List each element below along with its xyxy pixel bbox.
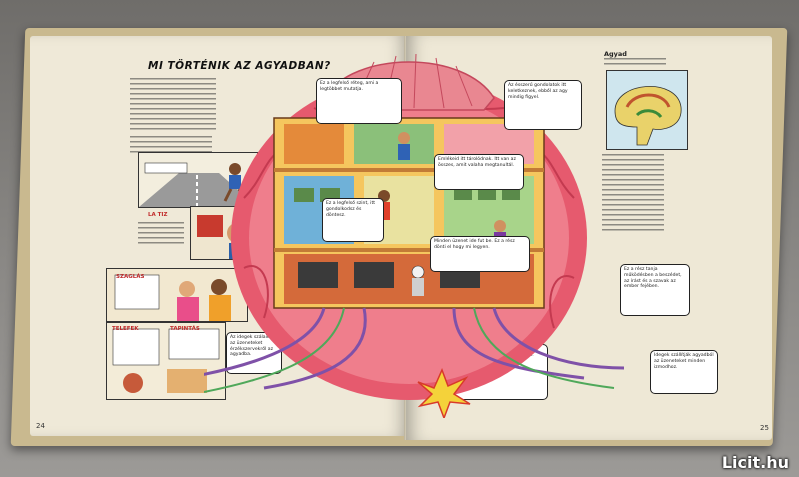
panel-label-d: TELEFEK (112, 326, 139, 332)
comic-panel-kids (106, 268, 248, 322)
bubble-top-left: Ez a legfelső réteg, ami a legtöbbet mut… (316, 78, 402, 124)
bubble-right-top: Az ésszerű gondolatok itt keletkeznek, e… (504, 80, 582, 130)
intro-text (130, 78, 216, 132)
intro-text-2 (130, 136, 212, 156)
watermark: Licit.hu (721, 453, 789, 472)
bubble-nerve-send: Idegek szállítják agyadból az üzeneteket… (650, 350, 718, 394)
right-text-block (602, 154, 664, 232)
diagram-caption (604, 58, 666, 66)
panel-caption (138, 222, 184, 244)
comic-panel-touch (106, 322, 226, 400)
panel-label-a: LA TIZ (148, 212, 168, 218)
page-number-right: 25 (760, 424, 769, 432)
panel-label-e: TAPINTÁS (170, 326, 200, 332)
bubble-middle: Minden üzenet ide fut be. Ez a rész dönt… (430, 236, 530, 272)
bubble-thinking: Ez a legfelső szint, itt gondolkodsz és … (322, 198, 384, 242)
bubble-memory: Emlékeid itt tárolódnak. Itt van az össz… (434, 154, 524, 190)
brain-diagram (606, 70, 688, 150)
open-book: MI TÖRTÉNIK AZ AGYADBAN? LA TI (10, 28, 788, 446)
page-title: MI TÖRTÉNIK AZ AGYADBAN? (148, 60, 331, 72)
panel-label-c: SZAGLÁS (116, 274, 145, 280)
page-number-left: 24 (36, 422, 45, 430)
bubble-speech: Ez a rész tanja működésben a beszédet, a… (620, 264, 690, 316)
brain-diagram-label: Agyad (604, 50, 627, 58)
